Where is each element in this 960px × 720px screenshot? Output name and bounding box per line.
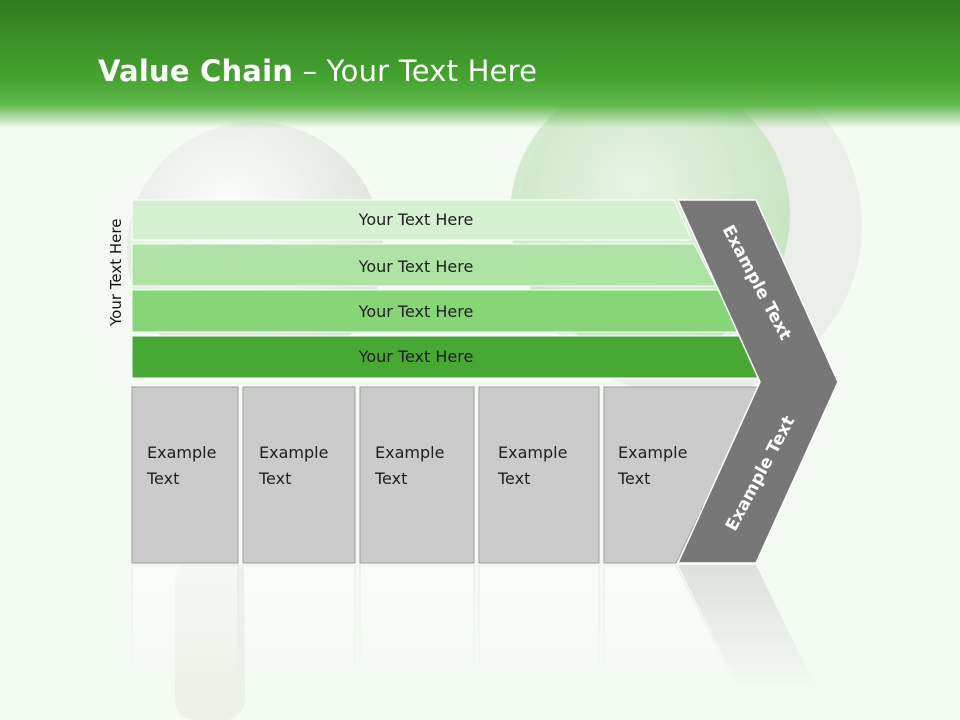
bar-2-label: Your Text Here (358, 257, 474, 276)
activity-box-1-line1: Example (147, 443, 216, 462)
diagram-reflection (131, 564, 820, 696)
activity-box-1 (131, 386, 239, 564)
side-label: Your Text Here (107, 218, 125, 326)
activity-box-5-line2: Text (617, 469, 650, 488)
reflection-box-4 (478, 564, 600, 696)
header-band: Value Chain – Your Text Here (0, 0, 960, 128)
bar-1-shape (131, 199, 693, 241)
page-title: Value Chain – Your Text Here (98, 54, 537, 88)
activity-box-2-line1: Example (259, 443, 328, 462)
reflection-box-2 (242, 564, 356, 696)
activity-box-3-line2: Text (374, 469, 407, 488)
activity-box-5 (603, 386, 761, 564)
activity-box-5-line1: Example (618, 443, 687, 462)
reflection-box-1 (131, 564, 239, 696)
reflection-chevron (678, 565, 820, 695)
title-rest: – Your Text Here (293, 54, 538, 88)
activity-box-2-line2: Text (258, 469, 291, 488)
reflection-box-3 (359, 564, 475, 696)
chevron-arrow (676, 199, 839, 564)
bar-4-label: Your Text Here (358, 347, 474, 366)
bar-3-label: Your Text Here (358, 302, 474, 321)
activity-box-3 (359, 386, 475, 564)
activity-box-2 (242, 386, 356, 564)
reflection-box-5 (603, 564, 741, 696)
activity-box-1-line2: Text (146, 469, 179, 488)
activity-box-4-line1: Example (498, 443, 567, 462)
title-bold: Value Chain (98, 54, 294, 88)
activity-box-3-line1: Example (375, 443, 444, 462)
bar-1-label: Your Text Here (358, 210, 474, 229)
activity-box-4 (478, 386, 600, 564)
activity-box-4-line2: Text (497, 469, 530, 488)
